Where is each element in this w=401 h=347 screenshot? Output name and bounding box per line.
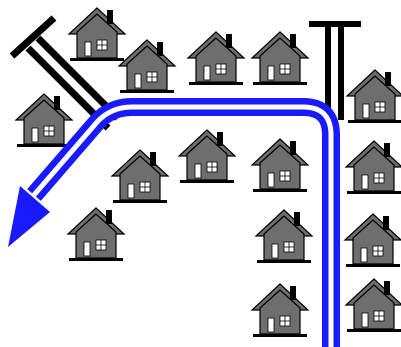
house-2 [119, 40, 175, 93]
house-8 [112, 150, 168, 203]
house-3 [188, 32, 244, 85]
house-12 [256, 210, 312, 263]
house-9 [252, 139, 308, 192]
house-7 [179, 130, 235, 183]
house-10 [346, 141, 401, 194]
house-1 [69, 8, 125, 61]
house-6 [347, 70, 401, 123]
house-4 [252, 32, 308, 85]
house-15 [346, 279, 401, 332]
house-14 [252, 284, 308, 337]
house-5 [16, 94, 72, 147]
house-13 [345, 214, 401, 267]
house-11 [68, 208, 124, 261]
